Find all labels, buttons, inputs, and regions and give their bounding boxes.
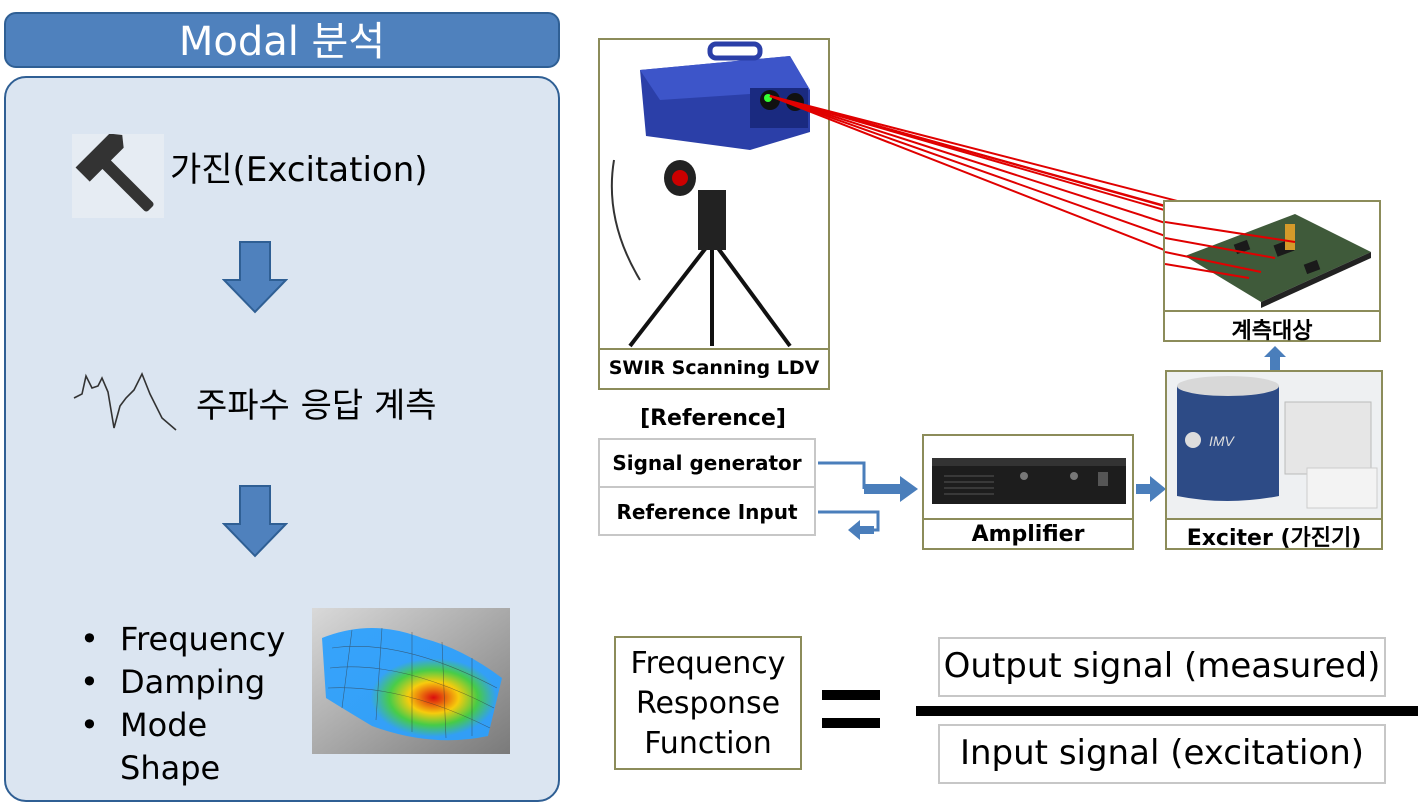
list-item: Mode — [74, 704, 285, 747]
frequency-response-step: 주파수 응답 계측 — [196, 386, 437, 426]
up-arrow-icon — [1264, 346, 1286, 371]
reference-input-label: Reference Input — [616, 500, 798, 524]
list-item: Damping — [74, 661, 285, 704]
mode-shape-image — [312, 608, 510, 754]
exciter-label: Exciter (가진기) — [1186, 526, 1362, 551]
pcb-board-image — [1165, 214, 1371, 308]
equals-sign-top — [822, 690, 880, 700]
frf-label: Frequency Response Function — [630, 646, 786, 761]
excitation-step: 가진(Excitation) — [170, 150, 428, 190]
amplifier-image — [932, 458, 1126, 504]
output-signal: Output signal (measured) — [943, 646, 1381, 686]
hammer-icon — [72, 134, 164, 218]
results-list: Frequency Damping Mode Shape — [74, 618, 285, 790]
down-arrow-icon — [222, 241, 288, 314]
target-label-box — [1163, 310, 1381, 342]
waveform-icon — [73, 372, 177, 431]
amplifier-label: Amplifier — [971, 522, 1085, 547]
equals-sign-bottom — [822, 718, 880, 728]
list-item: Frequency — [74, 618, 285, 661]
exciter-label-box — [1165, 518, 1383, 550]
down-arrow-icon — [222, 485, 288, 558]
target-label: 계측대상 — [1231, 319, 1313, 344]
denominator-box — [938, 724, 1386, 784]
panel-title: Modal 분석 — [4, 12, 560, 68]
ldv-label-box — [598, 348, 830, 390]
reference-input-box — [598, 486, 816, 536]
input-signal: Input signal (excitation) — [959, 733, 1365, 773]
ldv-label: SWIR Scanning LDV — [608, 357, 820, 379]
exciter-image: IMV — [1167, 372, 1381, 520]
ldv-camera-image — [610, 41, 810, 348]
fraction-bar — [916, 706, 1418, 716]
numerator-box — [938, 637, 1386, 697]
signal-generator-label: Signal generator — [612, 451, 802, 475]
list-item: Shape — [120, 749, 221, 787]
amplifier-label-box — [922, 518, 1134, 550]
frf-box — [614, 636, 802, 770]
exciter-brand-logo: IMV — [1209, 433, 1236, 449]
reference-header: [Reference] — [640, 406, 786, 431]
